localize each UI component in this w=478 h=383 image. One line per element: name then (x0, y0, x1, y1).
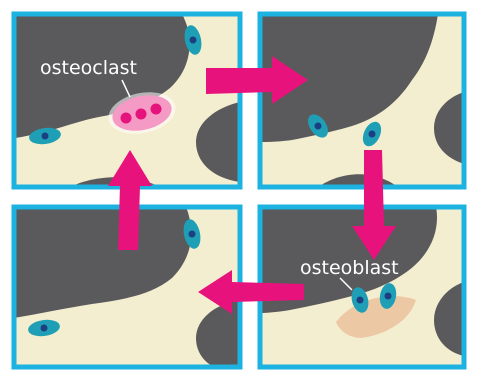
osteoclast-label: osteoclast (40, 57, 137, 79)
panel-top-right (260, 14, 464, 187)
osteoblast-label: osteoblast (300, 257, 399, 279)
